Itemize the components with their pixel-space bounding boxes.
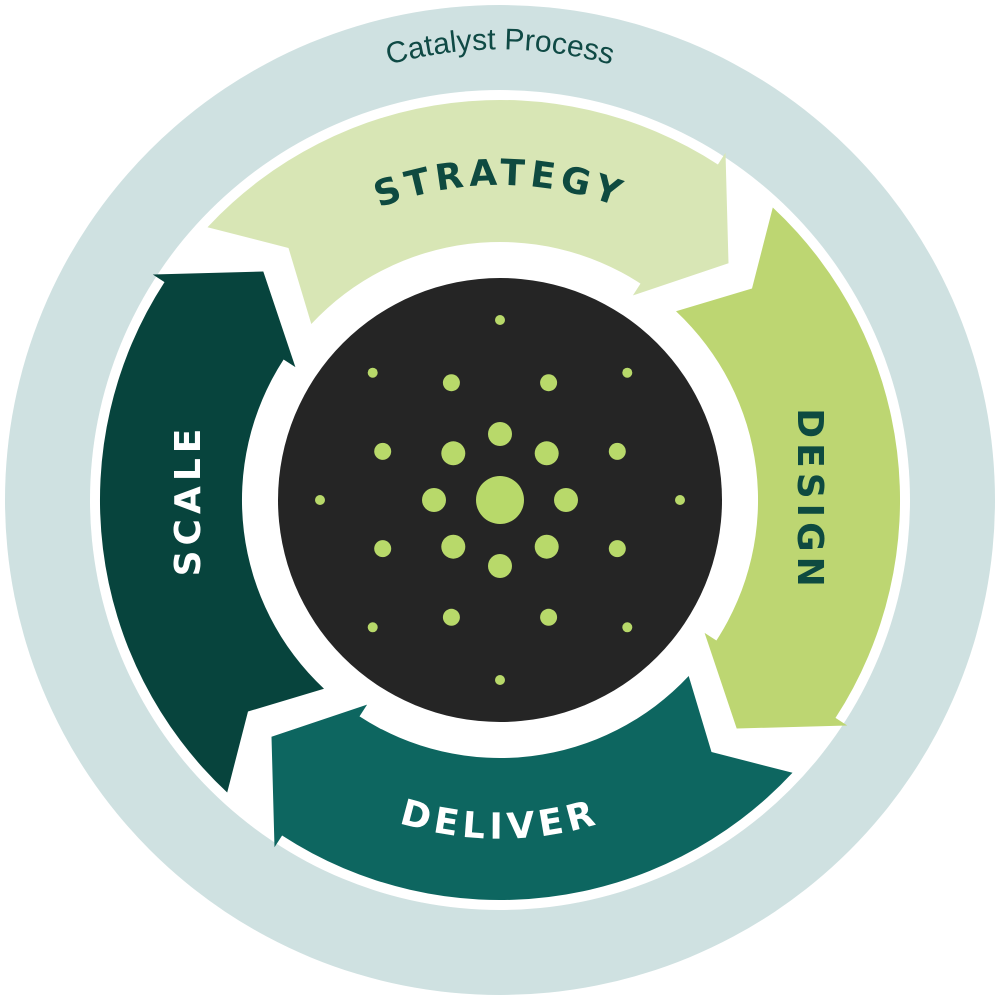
burst-dot xyxy=(488,554,512,578)
burst-dot xyxy=(422,488,446,512)
burst-dot xyxy=(608,540,626,558)
burst-dot xyxy=(554,488,578,512)
burst-dot xyxy=(442,374,460,392)
center-dot xyxy=(476,476,524,524)
burst-dot xyxy=(374,540,392,558)
burst-dot xyxy=(488,422,512,446)
burst-dot xyxy=(675,495,685,505)
burst-dot xyxy=(540,608,558,626)
scale-label: SCALE xyxy=(168,424,209,577)
burst-dot xyxy=(608,442,626,460)
burst-dot xyxy=(495,315,505,325)
burst-dot xyxy=(540,374,558,392)
strategy-segment xyxy=(207,99,729,324)
design-label: DESIGN xyxy=(789,408,830,591)
burst-dot xyxy=(374,442,392,460)
burst-dot xyxy=(534,534,559,559)
burst-dot xyxy=(367,367,378,378)
radial-dot-burst-icon xyxy=(315,315,685,685)
design-segment xyxy=(676,207,901,729)
burst-dot xyxy=(622,367,633,378)
burst-dot xyxy=(534,441,559,466)
burst-dot xyxy=(441,441,466,466)
burst-dot xyxy=(622,622,633,633)
burst-dot xyxy=(315,495,325,505)
deliver-segment xyxy=(271,676,793,901)
burst-dot xyxy=(441,534,466,559)
burst-dot xyxy=(367,622,378,633)
burst-dot xyxy=(495,675,505,685)
cycle-segments xyxy=(99,99,901,901)
burst-dot xyxy=(442,608,460,626)
scale-segment xyxy=(99,271,324,793)
